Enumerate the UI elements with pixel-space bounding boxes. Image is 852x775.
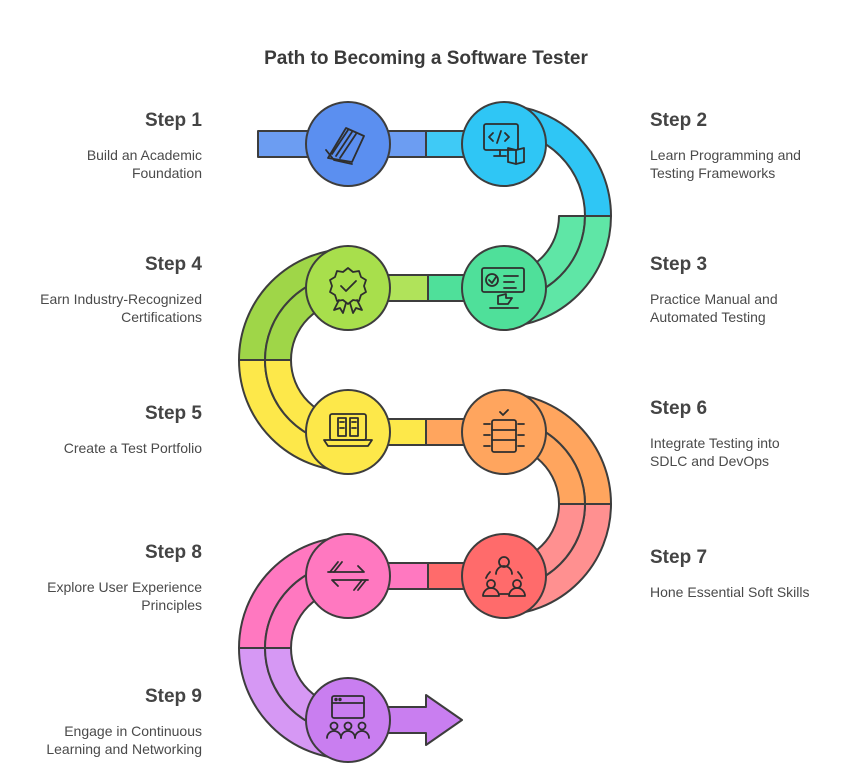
step-3-label: Step 3 Practice Manual and Automated Tes… (650, 254, 852, 326)
step-2-label: Step 2 Learn Programming and Testing Fra… (650, 110, 852, 182)
code-monitor-book-icon (483, 123, 525, 165)
step-6-label: Step 6 Integrate Testing into SDLC and D… (650, 398, 852, 470)
step-2-description: Learn Programming and Testing Frameworks (650, 147, 801, 181)
step-4-title: Step 4 (144, 254, 202, 275)
certificate-badge-icon (329, 267, 367, 314)
step-7-circle (461, 533, 547, 619)
step-1-description: Build an Academic Foundation (86, 147, 202, 181)
step-3-title: Step 3 (650, 254, 708, 275)
step-8-label: Step 8 Explore User Experience Principle… (0, 542, 202, 614)
step-9-description: Engage in Continuous Learning and Networ… (46, 723, 202, 757)
step-1-circle (305, 101, 391, 187)
diagram-title: Path to Becoming a Software Tester (264, 48, 588, 69)
step-6-description: Integrate Testing into SDLC and DevOps (650, 435, 780, 469)
path-ribbon-shapes (238, 104, 612, 760)
step-7-title: Step 7 (650, 547, 708, 568)
step-3-description: Practice Manual and Automated Testing (650, 291, 778, 325)
network-browser-icon (326, 695, 370, 739)
step-9-label: Step 9 Engage in Continuous Learning and… (0, 686, 202, 758)
step-1-title: Step 1 (144, 110, 202, 131)
step-6-circle (461, 389, 547, 475)
step-5-description: Create a Test Portfolio (63, 440, 202, 456)
step-4-description: Earn Industry-Recognized Certifications (40, 291, 202, 325)
step-1-label: Step 1 Build an Academic Foundation (0, 110, 202, 182)
step-9-circle (305, 677, 391, 763)
step-7-description: Hone Essential Soft Skills (650, 584, 810, 600)
books-icon (325, 127, 365, 165)
step-2-circle (461, 101, 547, 187)
step-8-title: Step 8 (144, 542, 202, 563)
step-8-circle (305, 533, 391, 619)
server-stack-icon (483, 409, 525, 453)
step-8-description: Explore User Experience Principles (47, 579, 202, 613)
step-circles (305, 101, 547, 763)
laptop-portfolio-icon (323, 413, 373, 447)
step-5-title: Step 5 (144, 403, 202, 424)
arrows-exchange-icon (327, 561, 369, 591)
step-7-label: Step 7 Hone Essential Soft Skills (650, 547, 852, 601)
step-5-label: Step 5 Create a Test Portfolio (0, 403, 202, 457)
step-9-title: Step 9 (144, 686, 202, 707)
step-4-label: Step 4 Earn Industry-Recognized Certific… (0, 254, 202, 326)
step-6-title: Step 6 (650, 398, 708, 419)
step-2-title: Step 2 (650, 110, 708, 131)
test-board-icon (481, 267, 525, 309)
step-5-circle (305, 389, 391, 475)
team-people-icon (482, 556, 526, 597)
